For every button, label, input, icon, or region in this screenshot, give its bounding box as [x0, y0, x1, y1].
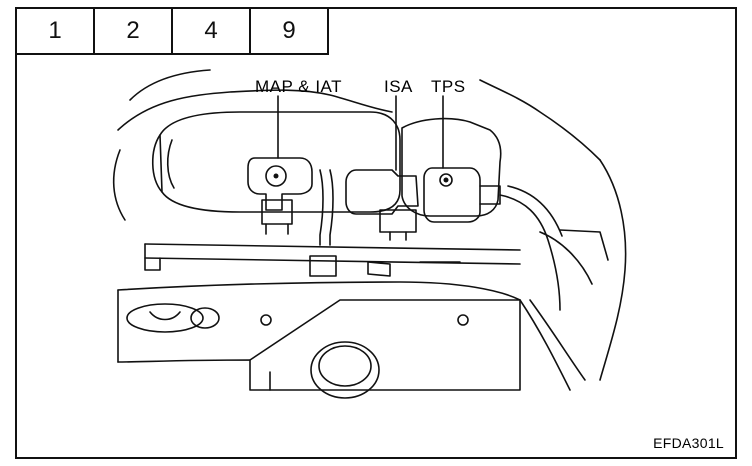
tab-4[interactable]: 4 — [173, 9, 251, 55]
label-tps: TPS — [431, 77, 466, 96]
tab-2[interactable]: 2 — [95, 9, 173, 55]
engine-bay-illustration — [112, 69, 627, 399]
figure-code: EFDA301L — [653, 435, 724, 451]
tab-row: 1 2 4 9 — [17, 9, 329, 55]
tab-1[interactable]: 1 — [17, 9, 95, 55]
diagram-frame: 1 2 4 9 — [15, 7, 737, 459]
tab-9[interactable]: 9 — [251, 9, 329, 55]
label-map-iat: MAP & IAT — [255, 77, 343, 96]
label-isa: ISA — [384, 77, 413, 96]
